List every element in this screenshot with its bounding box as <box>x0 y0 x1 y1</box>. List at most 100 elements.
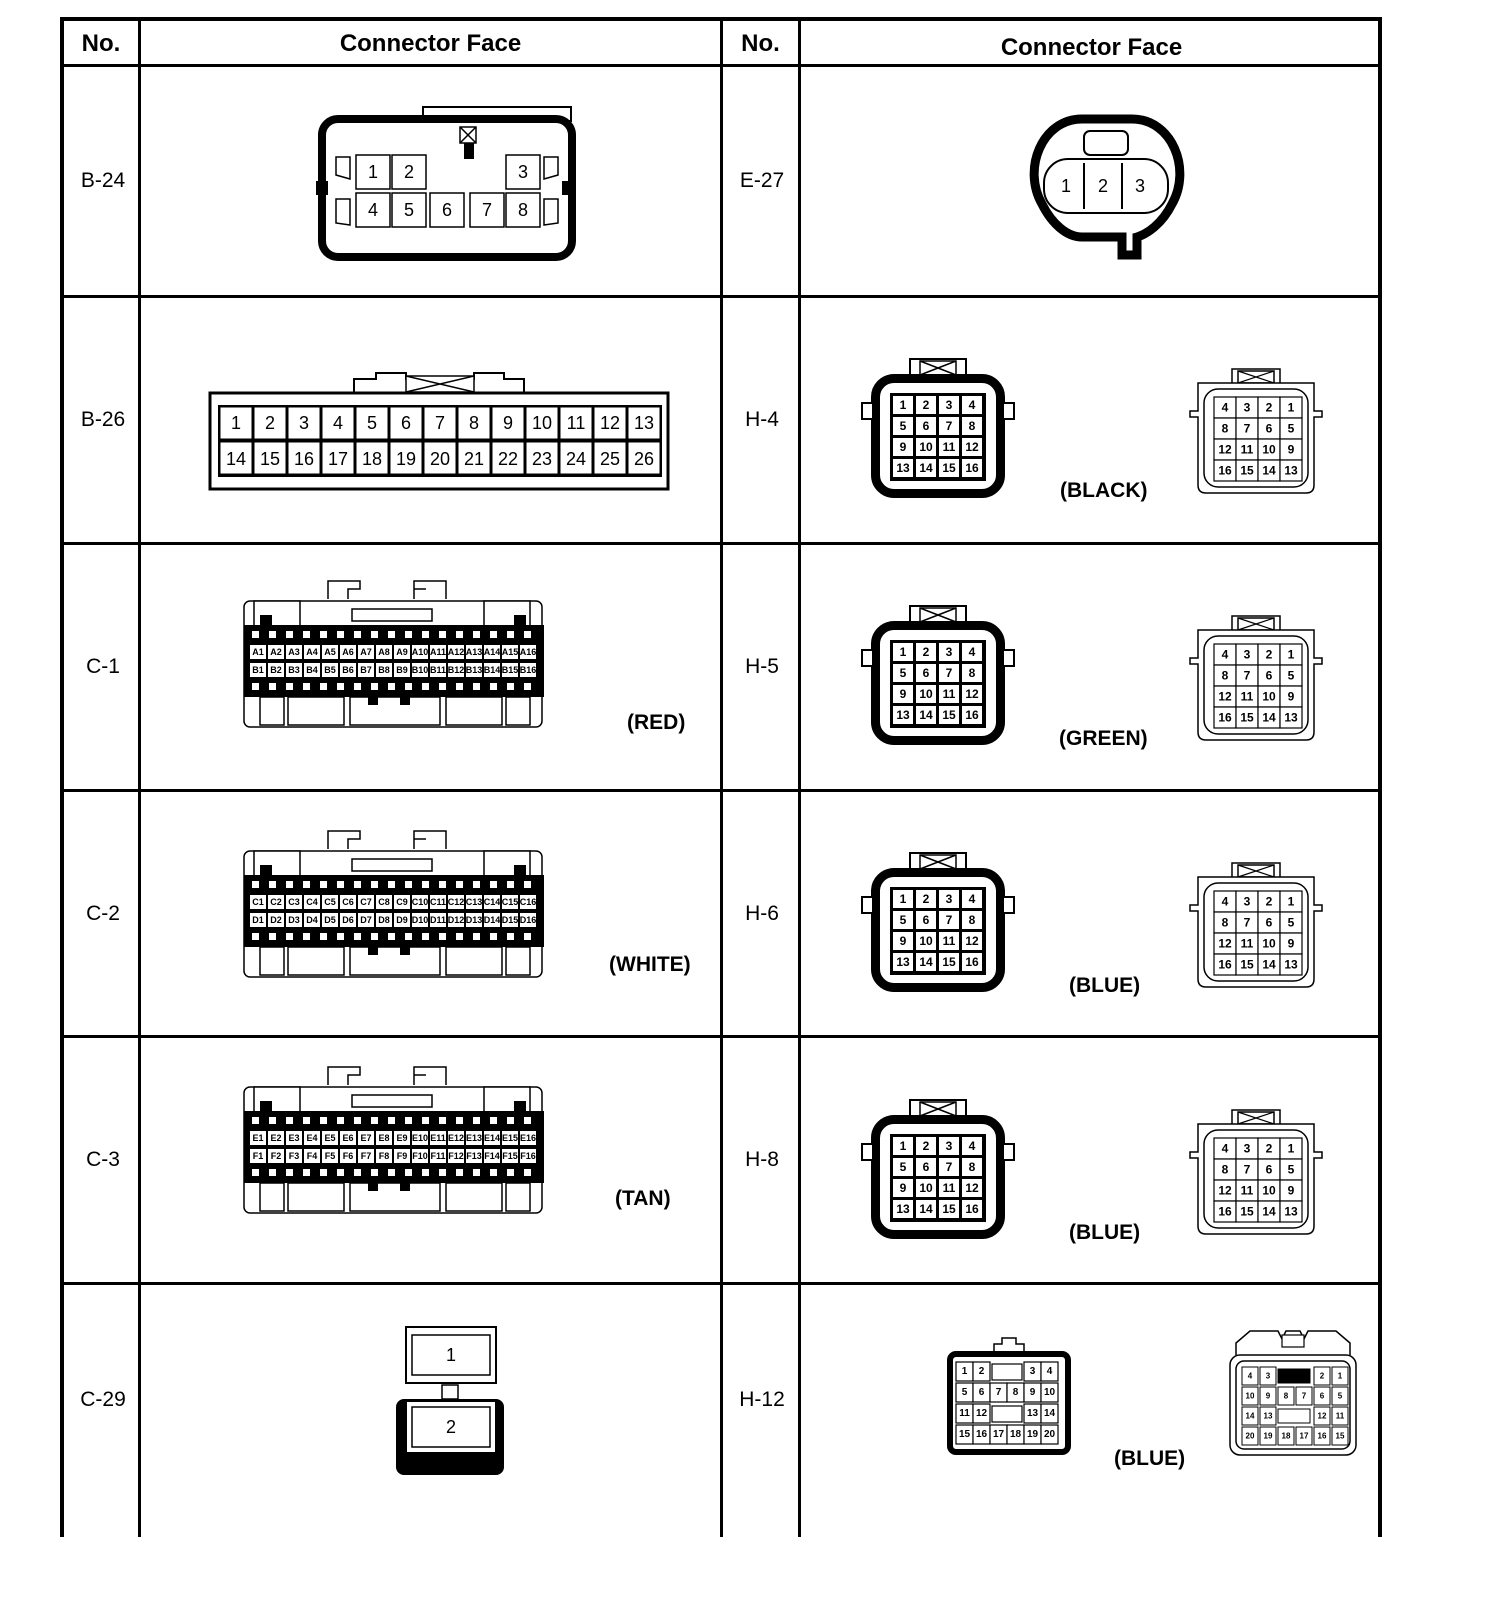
divider <box>64 1035 1378 1038</box>
connector-color-label: (BLACK) <box>1060 479 1148 502</box>
pin-label: C6 <box>342 897 354 907</box>
connector-b24-drawing: 1 2 3 4 5 6 7 8 <box>316 106 576 261</box>
pin-label: A14 <box>484 647 501 657</box>
connector-no: E-27 <box>739 169 785 192</box>
pin-label: A11 <box>430 647 446 657</box>
pin-label: 7 <box>946 1160 953 1174</box>
connector-color-label: (RED) <box>627 711 686 734</box>
pin-label: E5 <box>324 1133 335 1143</box>
pin-label: 20 <box>1044 1429 1056 1440</box>
pin-label: 1 <box>446 1345 456 1365</box>
pin-label: D5 <box>324 915 336 925</box>
pin-label: 7 <box>435 413 445 433</box>
pin-label: 14 <box>1262 1205 1276 1219</box>
pin-label: C16 <box>520 897 537 907</box>
pin-label: F9 <box>397 1151 408 1161</box>
pin-label: D16 <box>520 915 537 925</box>
pin-label: 2 <box>1266 1142 1273 1156</box>
pin-label: 24 <box>566 449 586 469</box>
pin-label: 2 <box>265 413 275 433</box>
pin-label: 8 <box>1013 1387 1019 1398</box>
pin-label: 16 <box>294 449 314 469</box>
pin-label: 8 <box>1222 916 1229 930</box>
pin-label: C9 <box>396 897 408 907</box>
pin-label: 13 <box>1284 1205 1298 1219</box>
pin-label: 7 <box>1302 1392 1307 1401</box>
pin-label: 1 <box>1288 895 1295 909</box>
pin-label: D11 <box>430 915 446 925</box>
pin-label: 2 <box>979 1366 985 1377</box>
header-no-right: No. <box>741 30 780 57</box>
pin-label: 16 <box>965 1202 979 1216</box>
pin-label: B5 <box>324 665 336 675</box>
pin-label: B6 <box>342 665 354 675</box>
pin-label: 1 <box>368 162 378 182</box>
pin-label: B10 <box>412 665 429 675</box>
pin-label: 6 <box>1266 669 1273 683</box>
pin-label: 5 <box>900 419 907 433</box>
pin-label: F8 <box>379 1151 390 1161</box>
pin-label: A9 <box>396 647 408 657</box>
connector-no: H-12 <box>739 1388 785 1411</box>
pin-label: A12 <box>448 647 465 657</box>
pin-label: 5 <box>1288 1163 1295 1177</box>
pin-label: E2 <box>270 1133 281 1143</box>
pin-label: F2 <box>271 1151 282 1161</box>
pin-label: 5 <box>1288 422 1295 436</box>
pin-label: C8 <box>378 897 390 907</box>
pin-label: 16 <box>965 955 979 969</box>
pin-label: 14 <box>1044 1408 1056 1419</box>
pin-label: 4 <box>969 645 976 659</box>
pin-label: F11 <box>430 1151 445 1161</box>
connector-c2-drawing: C1D1C2D2C3D3C4D4C5D5C6D6C7D7C8D8C9D9C10D… <box>243 830 544 978</box>
pin-label: 6 <box>923 1160 930 1174</box>
pin-label: 12 <box>1218 937 1232 951</box>
pin-label: 14 <box>1262 958 1276 972</box>
pin-label: A15 <box>502 647 519 657</box>
pin-label: C13 <box>466 897 483 907</box>
pin-label: 19 <box>1027 1429 1039 1440</box>
pin-label: 14 <box>1246 1412 1255 1421</box>
pin-label: 14 <box>919 955 933 969</box>
pin-label: 21 <box>464 449 484 469</box>
pin-label: 13 <box>896 1202 910 1216</box>
pin-label: 5 <box>900 913 907 927</box>
pin-label: F10 <box>412 1151 428 1161</box>
pin-label: 3 <box>1135 176 1145 196</box>
pin-label: 6 <box>1266 916 1273 930</box>
pin-label: B15 <box>502 665 519 675</box>
pin-label: 7 <box>946 666 953 680</box>
pin-label: 5 <box>962 1387 968 1398</box>
divider <box>798 21 801 1537</box>
header-no-left: No. <box>81 30 121 57</box>
pin-label: 5 <box>900 1160 907 1174</box>
pin-label: F15 <box>502 1151 518 1161</box>
divider <box>64 542 1378 545</box>
pin-label: F5 <box>325 1151 336 1161</box>
pin-label: 5 <box>900 666 907 680</box>
pin-label: F6 <box>343 1151 354 1161</box>
pin-label: 13 <box>1284 464 1298 478</box>
pin-label: 22 <box>498 449 518 469</box>
pin-label: 12 <box>965 1181 979 1195</box>
pin-label: 3 <box>946 892 953 906</box>
pin-label: 10 <box>1246 1392 1255 1401</box>
pin-label: 8 <box>1222 1163 1229 1177</box>
pin-label: 23 <box>532 449 552 469</box>
pin-label: 10 <box>1262 443 1276 457</box>
pin-label: 11 <box>1241 1184 1254 1198</box>
pin-label: 5 <box>367 413 377 433</box>
connector-no: B-24 <box>80 169 126 192</box>
pin-label: 4 <box>1248 1372 1253 1381</box>
pin-label: A2 <box>270 647 282 657</box>
pin-label: 4 <box>1047 1366 1053 1377</box>
pin-label: 2 <box>1320 1372 1325 1381</box>
